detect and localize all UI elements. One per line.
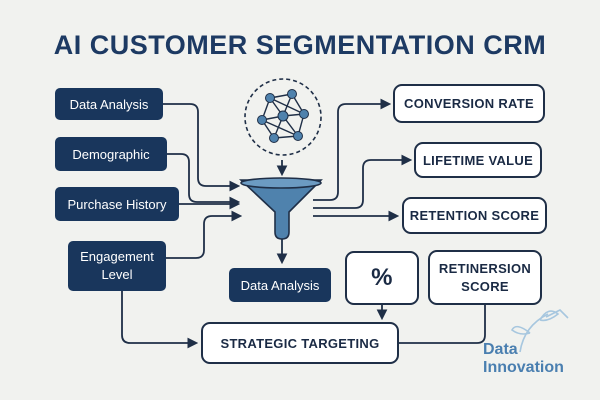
output-retention-score: RETENTION SCORE xyxy=(402,197,547,234)
brand-line-1: Data xyxy=(483,341,518,358)
brand-line-2: Innovation xyxy=(483,359,564,376)
output-conversion-rate: CONVERSION RATE xyxy=(393,84,545,123)
connector-demographic xyxy=(167,153,241,208)
connector-lifetime xyxy=(313,154,413,209)
funnel-icon xyxy=(238,177,323,240)
connector-retinersion-strategic xyxy=(399,305,486,344)
center-data-analysis: Data Analysis xyxy=(229,268,331,302)
diagram-title: AI CUSTOMER SEGMENTATION CRM xyxy=(53,30,547,60)
output-lifetime-value: LIFETIME VALUE xyxy=(414,142,542,178)
neural-network-icon xyxy=(244,78,322,156)
connector-data-analysis xyxy=(163,103,241,192)
connector-engagement-strategic xyxy=(121,291,199,349)
plant-sketch-icon xyxy=(510,309,569,353)
input-purchase-history: Purchase History xyxy=(55,187,179,221)
input-engagement-level: Engagement Level xyxy=(68,241,166,291)
connector-engagement xyxy=(166,210,243,259)
output-retinersion-score: RETINERSION SCORE xyxy=(428,250,542,305)
strategic-targeting-box: STRATEGIC TARGETING xyxy=(201,322,399,364)
input-data-analysis: Data Analysis xyxy=(55,88,163,120)
percent-box: % xyxy=(345,251,419,305)
input-demographic: Demographic xyxy=(55,137,167,171)
connector-conversion xyxy=(313,98,392,201)
brand-logo-text: Data Innovation xyxy=(483,341,564,377)
